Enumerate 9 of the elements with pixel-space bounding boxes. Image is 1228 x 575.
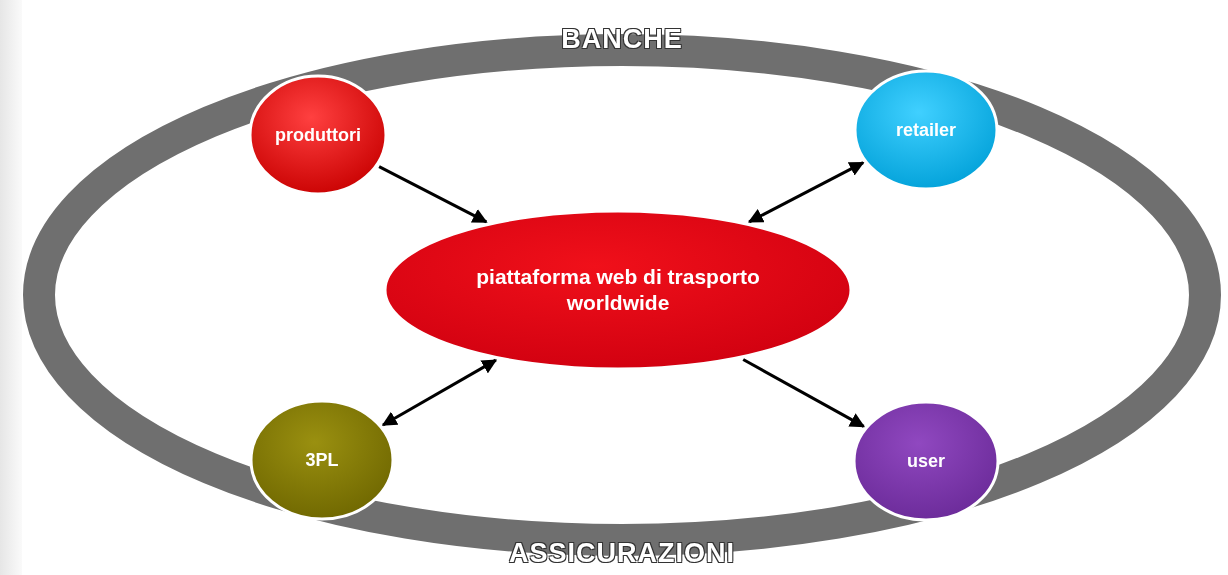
arrow [381,358,498,427]
node-label: 3PL [305,448,339,472]
arrow [742,358,866,428]
node-label: piattaforma web di trasporto worldwide [475,263,761,316]
node-label: user [907,449,945,473]
node-label: produttori [275,123,361,147]
node-label: retailer [895,118,956,142]
arrow [747,161,865,224]
arrow [378,165,488,224]
